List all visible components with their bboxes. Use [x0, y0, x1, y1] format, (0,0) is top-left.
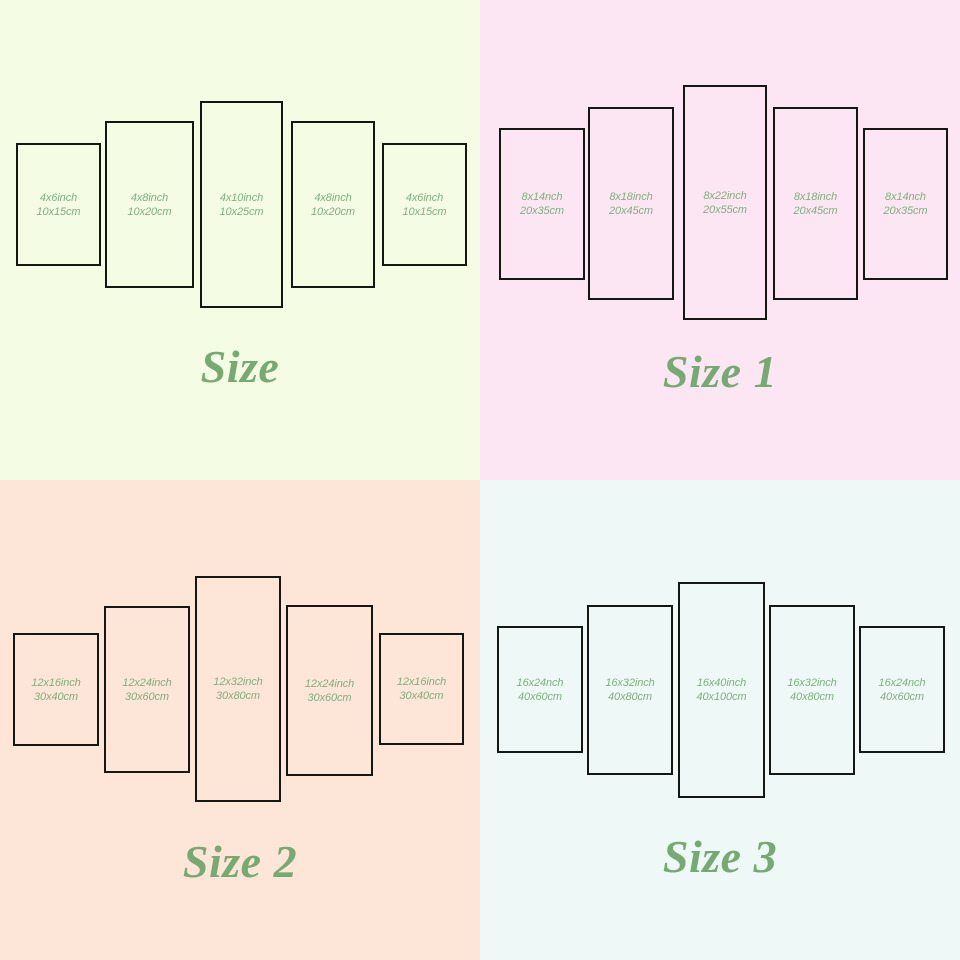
size-title-size: Size: [200, 341, 280, 392]
panel-size-cm: 30x40cm: [399, 690, 444, 702]
panel-size-inch: 16x24nch: [878, 676, 926, 689]
panel-size-inch: 16x32inch: [605, 677, 655, 689]
panel-size-cm: 10x25cm: [219, 205, 264, 218]
panel-size-inch: 4x6inch: [39, 191, 78, 204]
panel-size-cm: 20x45cm: [609, 204, 653, 217]
panel-size-label: 12x32inch 30x80cm: [213, 675, 262, 703]
panel-size-cm: 40x60cm: [880, 690, 924, 703]
panel-size-label: 16x32inch 40x80cm: [787, 676, 836, 704]
panel-size-inch: 12x16inch: [396, 676, 447, 688]
panel-size-label: 12x16inch 30x40cm: [397, 675, 446, 703]
panel-size-cm: 30x40cm: [34, 690, 78, 703]
panel-size-inch: 16x24nch: [516, 676, 564, 689]
panel-size-cm: 40x60cm: [518, 690, 562, 703]
panel-size-inch: 12x16inch: [31, 676, 81, 689]
panel-size-inch: 16x32inch: [787, 677, 837, 689]
panel-size-inch: 12x24inch: [304, 677, 355, 690]
panel-size-cm: 40x100cm: [696, 691, 747, 703]
panel-size-cm: 40x80cm: [608, 691, 652, 703]
panel-size-inch: 8x18inch: [793, 190, 838, 203]
panel-size-label: 16x32inch 40x80cm: [605, 676, 654, 704]
panel-size-inch: 16x40inch: [696, 677, 747, 689]
canvas-panel-1[interactable]: 8x14nch 20x35cm: [499, 128, 585, 280]
panel-size-cm: 20x35cm: [520, 205, 564, 217]
panel-size-inch: 4x8inch: [314, 191, 352, 204]
panel-size-inch: 4x10inch: [219, 191, 264, 204]
panel-size-inch: 12x24inch: [122, 676, 172, 689]
panel-size-inch: 4x8inch: [130, 191, 169, 204]
panel-size-cm: 20x45cm: [793, 204, 838, 217]
panel-size-label: 8x14nch 20x35cm: [520, 190, 564, 218]
panel-size-cm: 10x20cm: [127, 205, 172, 218]
panel-size-inch: 8x22inch: [703, 189, 747, 202]
size-title-size2: Size 2: [182, 836, 298, 887]
canvas-panel-2[interactable]: 16x32inch 40x80cm: [587, 605, 673, 775]
panel-size-label: 8x14nch 20x35cm: [884, 190, 928, 218]
panel-size-cm: 30x60cm: [125, 690, 169, 703]
size-title-size1: Size 1: [662, 346, 778, 397]
panel-size-inch: 8x14nch: [521, 191, 563, 203]
canvas-panel-3[interactable]: 12x32inch 30x80cm: [195, 576, 281, 802]
panel-size-inch: 8x18inch: [609, 190, 653, 203]
canvas-panel-3[interactable]: 16x40inch 40x100cm: [678, 582, 765, 798]
panel-size-cm: 10x15cm: [36, 205, 81, 218]
panel-size-inch: 4x6inch: [405, 191, 444, 204]
panel-size-cm: 10x15cm: [402, 205, 447, 218]
panel-size-cm: 20x55cm: [703, 203, 747, 216]
panel-size-cm: 10x20cm: [311, 205, 355, 218]
size-title-size3: Size 3: [662, 831, 778, 882]
panel-size-cm: 40x80cm: [790, 691, 834, 703]
panel-size-cm: 20x35cm: [883, 205, 928, 217]
panel-size-inch: 8x14nch: [885, 191, 926, 203]
panel-size-cm: 30x80cm: [216, 690, 260, 702]
panel-size-label: 16x40inch 40x100cm: [697, 676, 747, 704]
panel-size-inch: 12x32inch: [213, 676, 263, 688]
canvas-panel-5[interactable]: 12x16inch 30x40cm: [379, 633, 464, 745]
canvas-panel-4[interactable]: 16x32inch 40x80cm: [769, 605, 855, 775]
panel-size-cm: 30x60cm: [307, 691, 352, 704]
canvas-panel-5[interactable]: 8x14nch 20x35cm: [863, 128, 948, 280]
